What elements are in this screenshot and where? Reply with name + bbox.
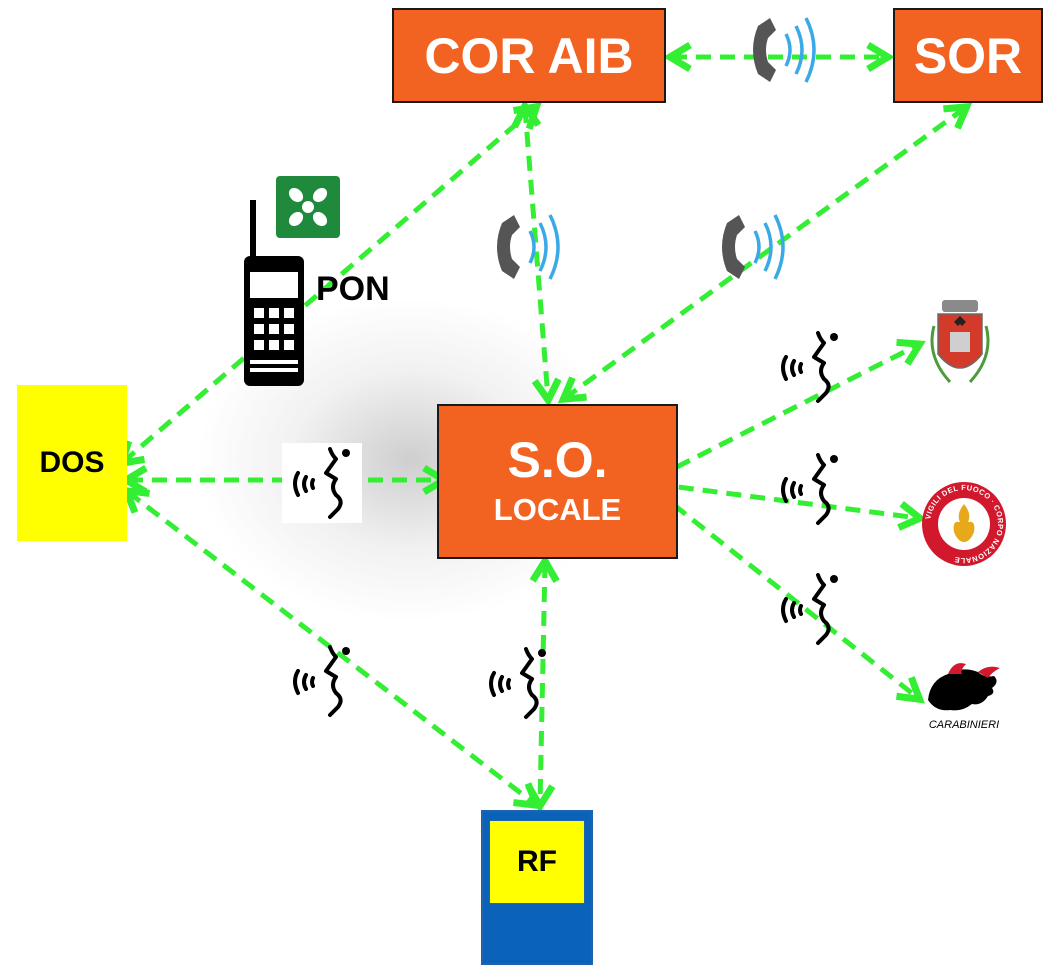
dos-node: DOS — [17, 385, 127, 541]
carabinieri-logo: CARABINIERI — [928, 663, 1000, 731]
sor-label: SOR — [913, 27, 1023, 84]
voice-icon — [781, 573, 838, 645]
rf-label-box: RF — [489, 820, 585, 904]
carabinieri-logo-text: CARABINIERI — [929, 719, 999, 731]
arrow-sor-solocale — [557, 102, 973, 404]
municipality-crest — [930, 300, 990, 384]
voice-icon — [282, 443, 362, 523]
arrow-solocale-rf — [525, 554, 560, 813]
arrow-cor-dos — [116, 102, 542, 468]
rf-node: RF — [481, 810, 593, 965]
arrow-dos-rf — [121, 486, 542, 810]
voice-icon — [781, 453, 838, 525]
voice-icon — [781, 331, 838, 403]
lombardia-logo — [276, 176, 340, 238]
phone-icon — [497, 214, 560, 280]
radio-icon — [244, 200, 304, 386]
dos-label: DOS — [39, 446, 105, 479]
arrow-solocale-carabinieri — [648, 484, 925, 704]
phone-icon — [722, 214, 785, 280]
so-locale-node: S.O. LOCALE — [437, 404, 678, 559]
cor-aib-label: COR AIB — [424, 27, 634, 84]
pon-label: PON — [316, 270, 390, 308]
voice-icon — [489, 647, 546, 719]
phone-icon — [753, 17, 816, 83]
so-locale-label-2: LOCALE — [493, 491, 622, 527]
so-locale-label-1: S.O. — [507, 431, 608, 488]
rf-label: RF — [517, 845, 557, 878]
arrow-solocale-comune — [647, 338, 926, 485]
sor-node: SOR — [893, 8, 1043, 103]
cor-aib-node: COR AIB — [392, 8, 666, 103]
voice-icon — [293, 645, 350, 717]
firefighters-logo: VIGILI DEL FUOCO · CORPO NAZIONALE — [922, 482, 1006, 566]
